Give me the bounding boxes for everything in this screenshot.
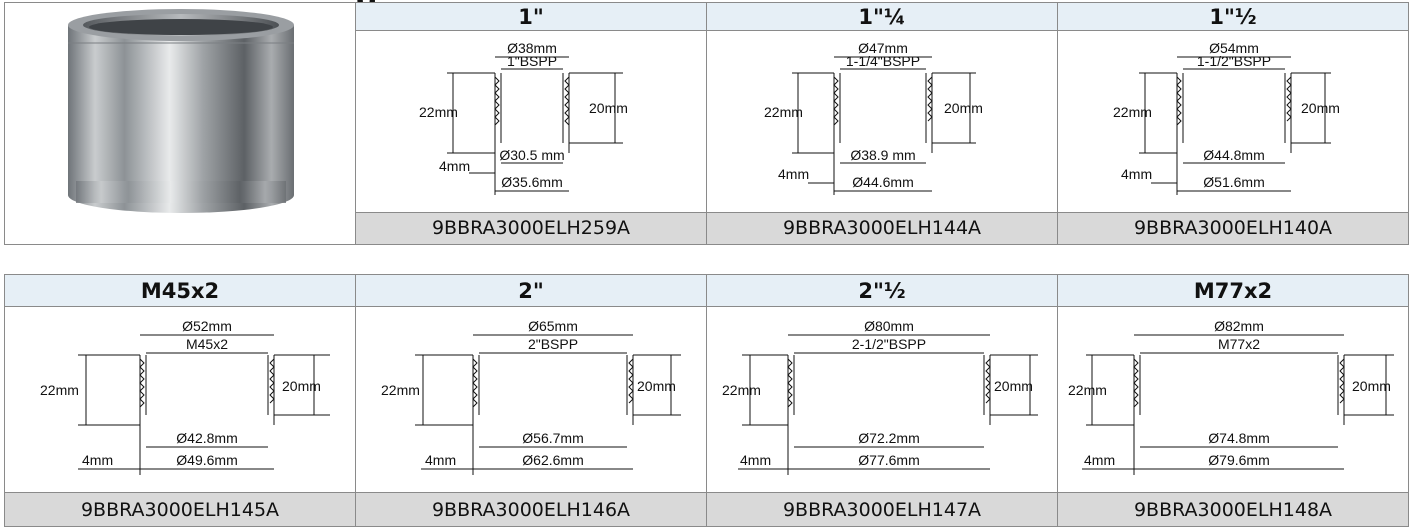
dimension-label: 22mm (722, 382, 761, 398)
dimension-label: 4mm (740, 452, 771, 468)
dimension-label: 20mm (589, 100, 628, 116)
dimension-label: Ø74.8mm (1208, 430, 1269, 446)
dimension-drawing: Ø80mm 2-1/2"BSPP 22mm 20mm Ø72.2mm Ø77.6… (706, 306, 1058, 493)
fitting-photo (4, 2, 356, 245)
part-code: 9BBRA3000ELH140A (1057, 211, 1409, 246)
dimension-label: 4mm (439, 158, 470, 174)
dimension-label: 20mm (1352, 378, 1391, 394)
dimension-label: 20mm (637, 378, 676, 394)
dimension-label: Ø65mm (528, 318, 578, 334)
dimension-label: Ø52mm (182, 318, 232, 334)
size-header: M77x2 (1057, 274, 1409, 307)
dimension-label: M77x2 (1218, 336, 1260, 352)
dimension-label: 4mm (1084, 452, 1115, 468)
dimension-label: Ø79.6mm (1208, 452, 1269, 468)
dimension-label: 20mm (1301, 100, 1340, 116)
dimension-label: 22mm (764, 104, 803, 120)
size-header: 2"½ (706, 274, 1058, 307)
dimension-label: Ø38.9 mm (850, 147, 915, 163)
dimension-label: Ø42.8mm (176, 430, 237, 446)
dimension-label: 20mm (944, 100, 983, 116)
dimension-label: 4mm (82, 452, 113, 468)
part-code: 9BBRA3000ELH259A (355, 211, 707, 246)
dimension-label: Ø54mm (1209, 40, 1259, 56)
dimension-label: Ø47mm (858, 40, 908, 56)
fitting-table-row2: M45x2 2" 2"½ M77x2 Ø52m (4, 274, 1409, 527)
fitting-table-row1: 1" 1"¼ 1"½ Ø38mm 1" (4, 1, 1409, 246)
dimension-label: 4mm (425, 452, 456, 468)
dimension-label: Ø30.5 mm (499, 147, 564, 163)
dimension-drawing: Ø82mm M77x2 22mm 20mm Ø74.8mm Ø79.6mm 4m… (1057, 306, 1409, 493)
dimension-label: Ø56.7mm (522, 430, 583, 446)
dimension-label: Ø72.2mm (858, 430, 919, 446)
dimension-label: Ø35.6mm (501, 174, 562, 190)
dimension-label: Ø44.6mm (852, 174, 913, 190)
dimension-label: Ø62.6mm (522, 452, 583, 468)
dimension-label: 4mm (778, 166, 809, 182)
dimension-label: 22mm (381, 382, 420, 398)
size-header: 1"½ (1057, 1, 1409, 32)
dimension-label: 20mm (994, 378, 1033, 394)
dimension-label: 22mm (1113, 104, 1152, 120)
size-header: 2" (355, 274, 707, 307)
part-code: 9BBRA3000ELH146A (355, 492, 707, 527)
dimension-label: M45x2 (186, 336, 228, 352)
dimension-label: 4mm (1121, 166, 1152, 182)
dimension-label: 1"BSPP (507, 53, 557, 69)
dimension-drawing: Ø38mm 1"BSPP 22mm 20mm Ø30.5 mm Ø35.6mm … (355, 30, 707, 213)
part-code: 9BBRA3000ELH147A (706, 492, 1058, 527)
dimension-drawing: Ø54mm 1-1/2"BSPP 22mm 20mm Ø44.8mm Ø51.6… (1057, 30, 1409, 213)
steel-coupling-image (68, 9, 294, 213)
dimension-label: Ø49.6mm (176, 452, 237, 468)
size-header: M45x2 (4, 274, 356, 307)
dimension-label: 22mm (419, 104, 458, 120)
dimension-label: 22mm (1068, 382, 1107, 398)
dimension-label: 1-1/2"BSPP (1197, 53, 1271, 69)
dimension-label: Ø82mm (1214, 318, 1264, 334)
size-header: 1" (355, 1, 707, 32)
dimension-label: Ø38mm (507, 40, 557, 56)
dimension-label: Ø77.6mm (858, 452, 919, 468)
dimension-label: Ø80mm (864, 318, 914, 334)
part-code: 9BBRA3000ELH145A (4, 492, 356, 527)
dimension-drawing: Ø47mm 1-1/4"BSPP 22mm 20mm Ø38.9 mm Ø44.… (706, 30, 1058, 213)
dimension-label: 20mm (282, 378, 321, 394)
dimension-label: Ø51.6mm (1203, 174, 1264, 190)
dimension-drawing: Ø52mm M45x2 22mm 20mm Ø42.8mm Ø49.6mm 4m… (4, 306, 356, 493)
part-code: 9BBRA3000ELH144A (706, 211, 1058, 246)
dimension-label: 1-1/4"BSPP (846, 53, 920, 69)
dimension-label: 22mm (40, 382, 79, 398)
dimension-drawing: Ø65mm 2"BSPP 22mm 20mm Ø56.7mm Ø62.6mm 4… (355, 306, 707, 493)
dimension-label: Ø44.8mm (1203, 147, 1264, 163)
dimension-label: 2-1/2"BSPP (852, 336, 926, 352)
dimension-label: 2"BSPP (528, 336, 578, 352)
part-code: 9BBRA3000ELH148A (1057, 492, 1409, 527)
size-header: 1"¼ (706, 1, 1058, 32)
